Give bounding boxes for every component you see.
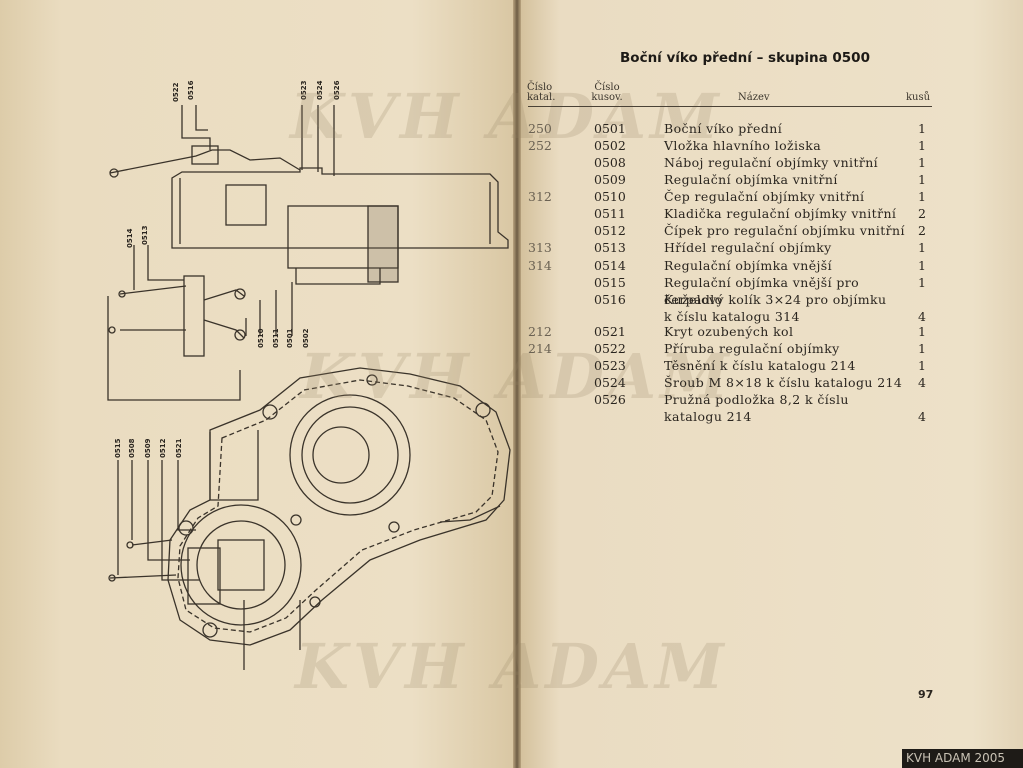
book-gutter [513, 0, 521, 768]
part-number-cell: 0524 [594, 375, 626, 390]
part-name-cell: Regulační objímka vnější [664, 258, 832, 273]
label-0514: 0514 [126, 228, 134, 248]
quantity-cell: 1 [918, 358, 926, 373]
part-name-cell: Čípek pro regulační objímku vnitřní [664, 223, 905, 238]
label-0511: 0511 [272, 328, 280, 348]
catalog-number-cell: 250 [528, 121, 552, 136]
label-0516: 0516 [187, 80, 195, 100]
header-part-number: Číslo kusov. [591, 82, 623, 103]
catalog-number-cell: 312 [528, 189, 552, 204]
label-0523: 0523 [300, 80, 308, 100]
watermark-middle: KVH ADAM [300, 340, 733, 413]
catalog-number-cell: 212 [528, 324, 552, 339]
quantity-cell: 1 [918, 275, 926, 290]
part-number-cell: 0516 [594, 292, 626, 307]
label-0509: 0509 [144, 438, 152, 458]
part-number-cell: 0512 [594, 223, 626, 238]
part-name-cell: Těsnění k číslu katalogu 214 [664, 358, 856, 373]
quantity-cell: 1 [918, 324, 926, 339]
catalog-number-cell: 313 [528, 240, 552, 255]
quantity-cell: 1 [918, 240, 926, 255]
scan-stamp: KVH ADAM 2005 [902, 749, 1023, 768]
part-name-cell: Pružná podložka 8,2 k číslu katalogu 214 [664, 392, 849, 424]
label-0526: 0526 [333, 80, 341, 100]
label-0513: 0513 [141, 225, 149, 245]
part-number-cell: 0513 [594, 240, 626, 255]
part-name-cell: Šroub M 8×18 k číslu katalogu 214 [664, 375, 903, 390]
quantity-cell: 4 [918, 408, 926, 424]
page-number: 97 [918, 688, 934, 701]
part-number-cell: 0508 [594, 155, 626, 170]
quantity-cell: 4 [918, 308, 926, 324]
part-number-cell: 0522 [594, 341, 626, 356]
label-0501: 0501 [286, 328, 294, 348]
left-page [0, 0, 515, 768]
quantity-cell: 4 [918, 375, 926, 390]
part-number-cell: 0526 [594, 392, 626, 407]
label-0508: 0508 [128, 438, 136, 458]
watermark-top: KVH ADAM [290, 80, 723, 153]
header-name: Název [738, 92, 770, 103]
label-0515: 0515 [114, 438, 122, 458]
quantity-cell: 1 [918, 258, 926, 273]
label-0521: 0521 [175, 438, 183, 458]
quantity-cell: 1 [918, 155, 926, 170]
part-number-cell: 0502 [594, 138, 626, 153]
part-name-cell: Regulační objímka vnější pro čerpadlo [664, 275, 860, 307]
catalog-number-cell: 252 [528, 138, 552, 153]
part-number-cell: 0521 [594, 324, 626, 339]
catalog-number-cell: 214 [528, 341, 552, 356]
page-title: Boční víko přední – skupina 0500 [620, 50, 870, 66]
quantity-cell: 1 [918, 172, 926, 187]
part-number-cell: 0509 [594, 172, 626, 187]
quantity-cell: 1 [918, 189, 926, 204]
quantity-cell: 2 [918, 206, 926, 221]
part-name-cell: Vložka hlavního ložiska [664, 138, 822, 153]
watermark-bottom: KVH ADAM [295, 630, 728, 703]
header-rule [528, 106, 932, 107]
quantity-cell: 1 [918, 121, 926, 136]
label-0510: 0510 [257, 328, 265, 348]
part-name-cell: Kladička regulační objímky vnitřní [664, 206, 897, 221]
label-0524: 0524 [316, 80, 324, 100]
part-name-cell: Kuželový kolík 3×24 pro objímku k číslu … [664, 292, 887, 324]
label-0502: 0502 [302, 328, 310, 348]
technical-drawing: 0522 0516 0523 0524 0526 0514 0513 0510 … [114, 80, 398, 458]
part-number-cell: 0514 [594, 258, 626, 273]
catalog-number-cell: 314 [528, 258, 552, 273]
part-number-cell: 0501 [594, 121, 626, 136]
part-number-cell: 0511 [594, 206, 626, 221]
part-name-cell: Náboj regulační objímky vnitřní [664, 155, 879, 170]
label-0512: 0512 [159, 438, 167, 458]
header-quantity: kusů [906, 92, 931, 103]
part-number-cell: 0510 [594, 189, 626, 204]
part-name-cell: Boční víko přední [664, 121, 783, 136]
part-name-cell: Příruba regulační objímky [664, 341, 840, 356]
label-0522: 0522 [172, 82, 180, 102]
part-name-cell: Regulační objímka vnitřní [664, 172, 838, 187]
part-number-cell: 0515 [594, 275, 626, 290]
part-name-cell: Hřídel regulační objímky [664, 240, 832, 255]
quantity-cell: 2 [918, 223, 926, 238]
quantity-cell: 1 [918, 138, 926, 153]
part-name-cell: Čep regulační objímky vnitřní [664, 189, 865, 204]
quantity-cell: 1 [918, 341, 926, 356]
right-page [519, 0, 1023, 768]
part-number-cell: 0523 [594, 358, 626, 373]
part-name-cell: Kryt ozubených kol [664, 324, 794, 339]
header-catalog-number: Číslo katal. [527, 82, 556, 103]
